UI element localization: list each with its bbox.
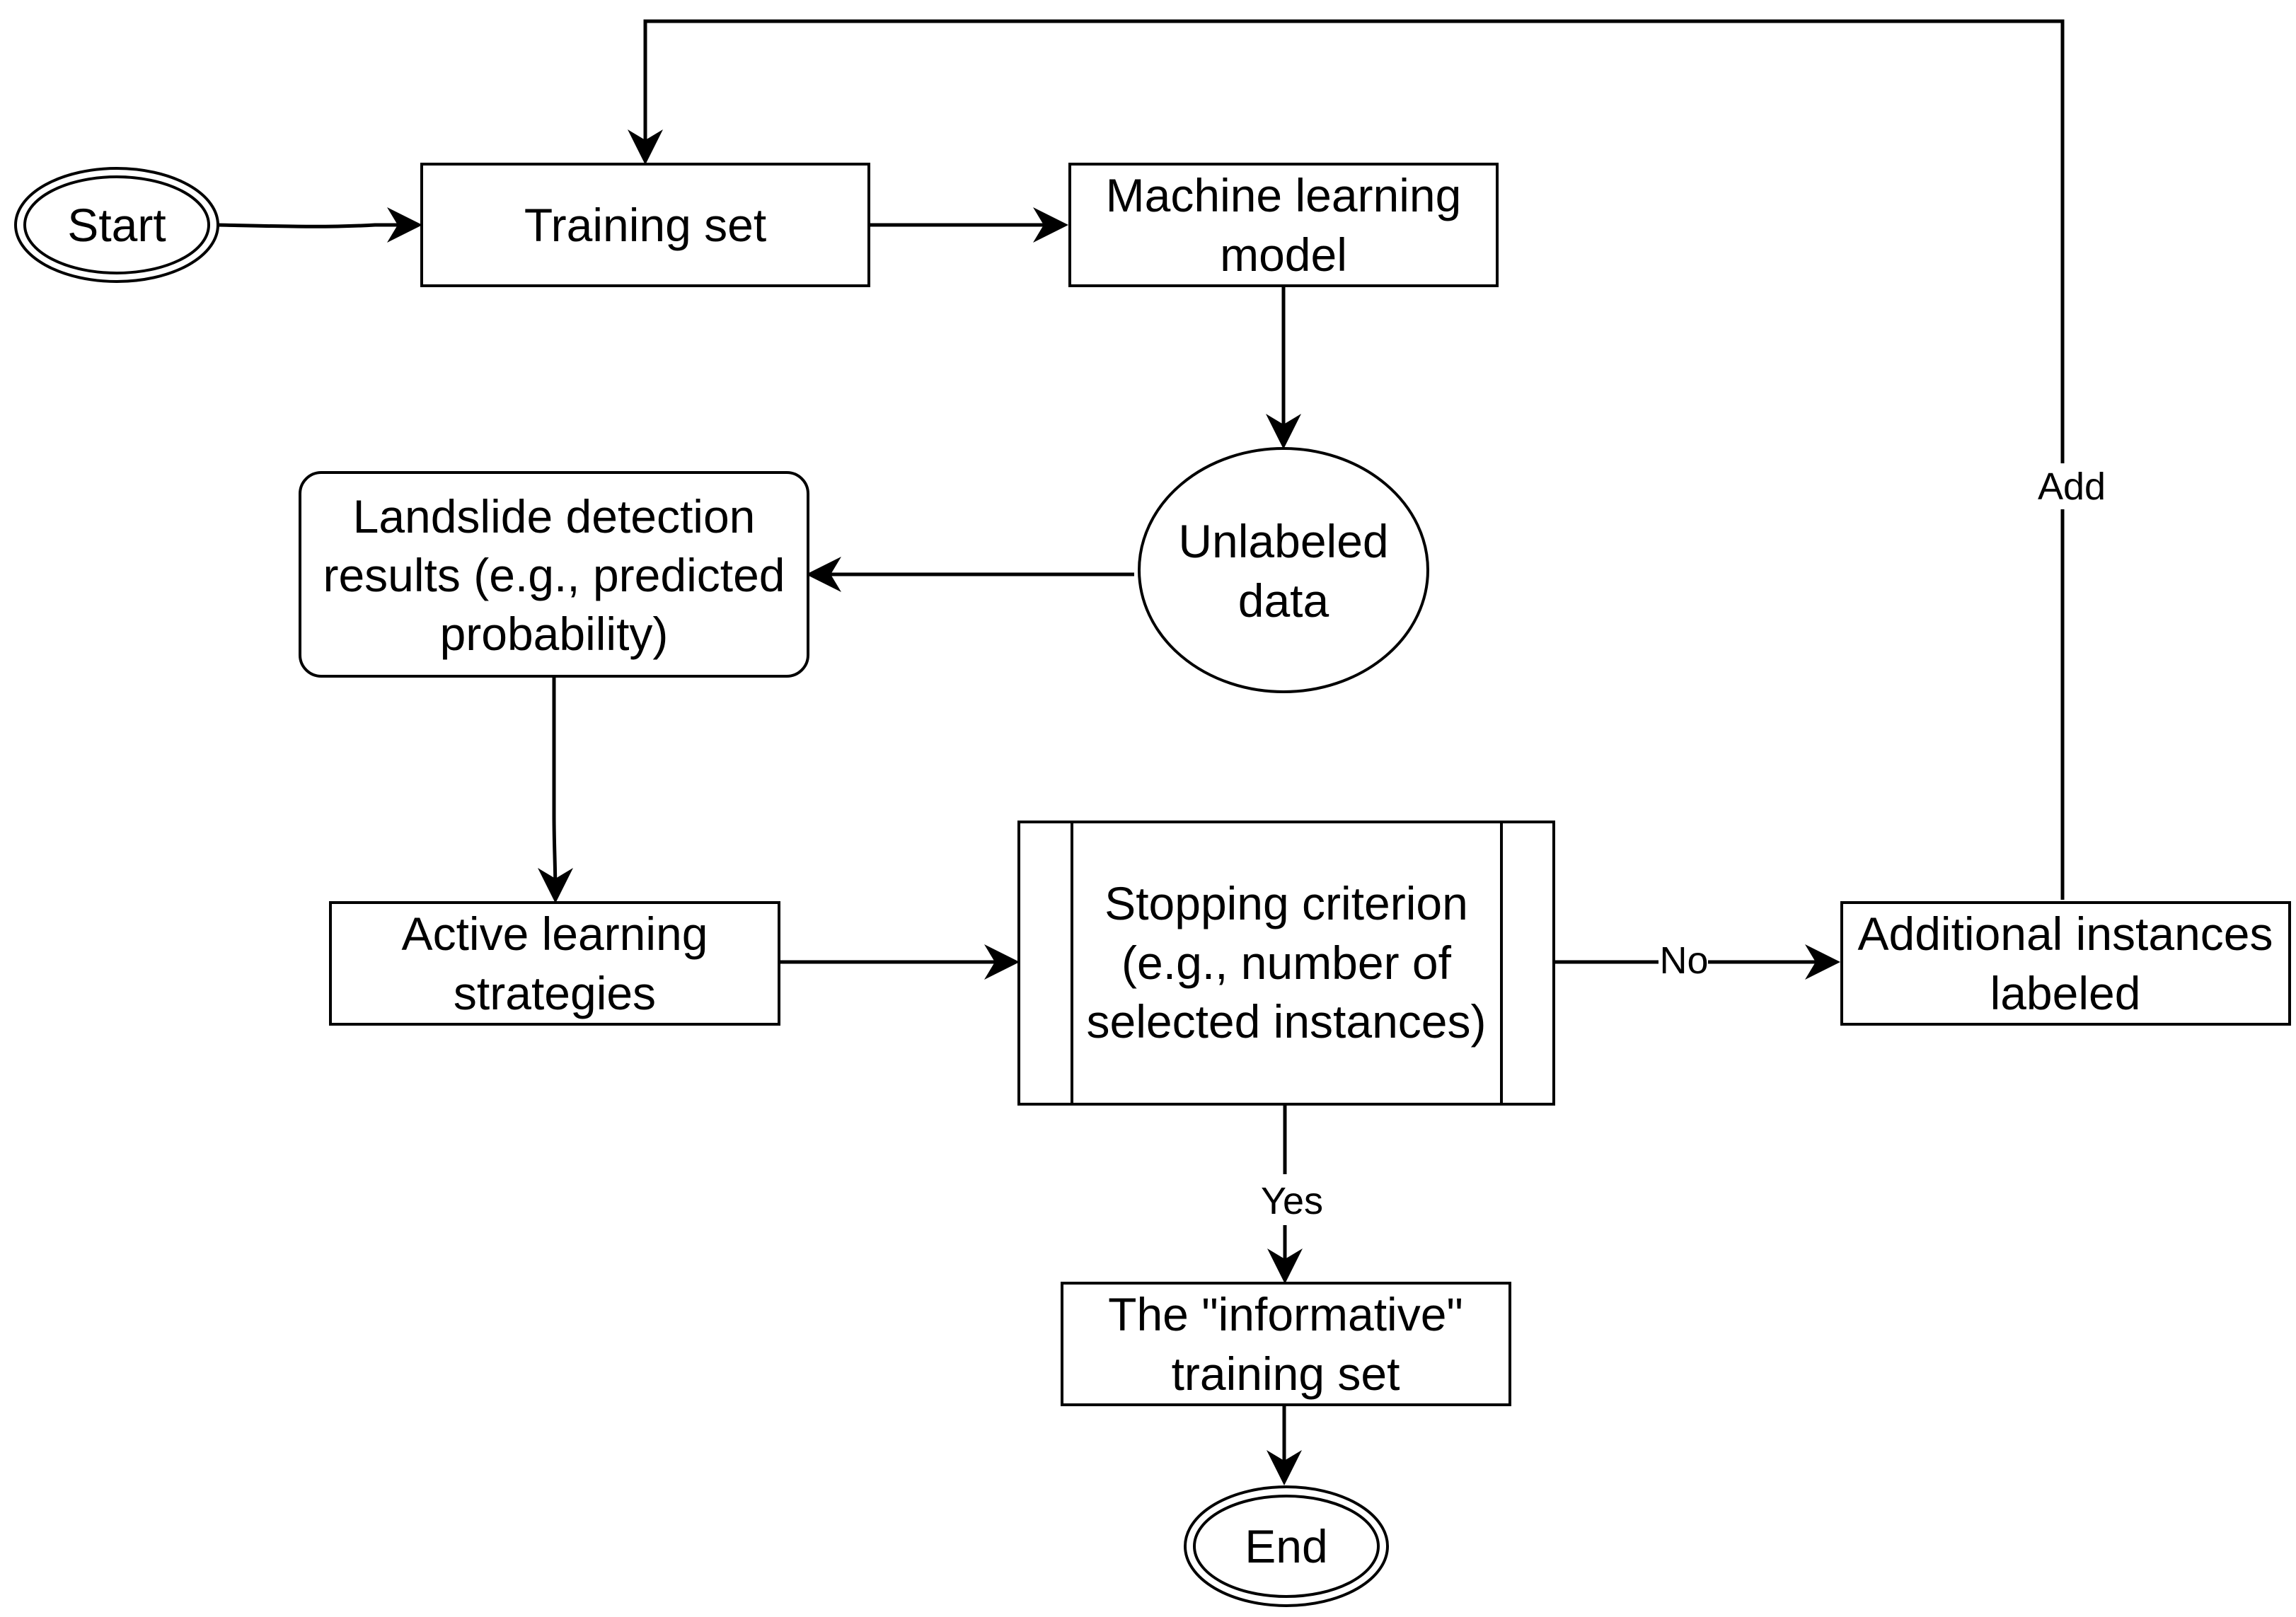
node-detection-results-label-line-2: results (e.g., predicted — [323, 549, 785, 601]
edge-additional-instances-to-training-set — [645, 19, 2065, 900]
node-active-learning-label-line-2: strategies — [454, 967, 656, 1019]
node-additional-instances-label-line-2: labeled — [1990, 967, 2141, 1019]
node-ml-model-label-line-1: Machine learning — [1106, 169, 1462, 221]
node-start-label: Start — [67, 199, 166, 251]
node-ml-model-label-line-2: model — [1220, 228, 1347, 281]
node-stopping-criterion-label-line-3: selected instances) — [1087, 995, 1487, 1048]
edge-label-yes: Yes — [1261, 1180, 1323, 1222]
node-ml-model: Machine learning model — [1068, 163, 1499, 287]
node-unlabeled-data-label-line-1: Unlabeled — [1178, 515, 1388, 567]
node-stopping-criterion-label-line-1: Stopping criterion — [1104, 877, 1468, 929]
node-informative-set-label-line-2: training set — [1172, 1348, 1400, 1400]
node-unlabeled-data-label-line-2: data — [1238, 574, 1329, 627]
node-additional-instances-label-line-1: Additional instances — [1857, 908, 2273, 960]
node-detection-results-label-line-1: Landslide detection — [353, 490, 756, 543]
node-start: Start — [14, 167, 219, 283]
node-stopping-criterion: Stopping criterion (e.g., number of sele… — [1017, 821, 1555, 1106]
node-detection-results-label-line-3: probability) — [440, 608, 669, 660]
node-end-label: End — [1245, 1520, 1327, 1572]
node-active-learning-label-line-1: Active learning — [402, 908, 708, 960]
node-informative-set: The "informative" training set — [1061, 1282, 1511, 1406]
node-training-set-label: Training set — [524, 199, 766, 251]
node-informative-set-label-line-1: The "informative" — [1108, 1288, 1463, 1340]
node-end: End — [1184, 1485, 1389, 1607]
node-active-learning: Active learning strategies — [329, 901, 780, 1026]
node-unlabeled-data: Unlabeled data — [1138, 447, 1429, 693]
node-stopping-criterion-label-line-2: (e.g., number of — [1121, 937, 1452, 989]
node-detection-results: Landslide detection results (e.g., predi… — [299, 471, 809, 678]
edge-start-to-training-set — [217, 207, 422, 243]
edge-label-no: No — [1659, 939, 1708, 982]
node-additional-instances: Additional instances labeled — [1840, 901, 2291, 1026]
node-training-set: Training set — [420, 163, 870, 287]
edge-label-add: Add — [2038, 465, 2106, 508]
edge-detection-results-to-active-learning — [537, 676, 573, 903]
